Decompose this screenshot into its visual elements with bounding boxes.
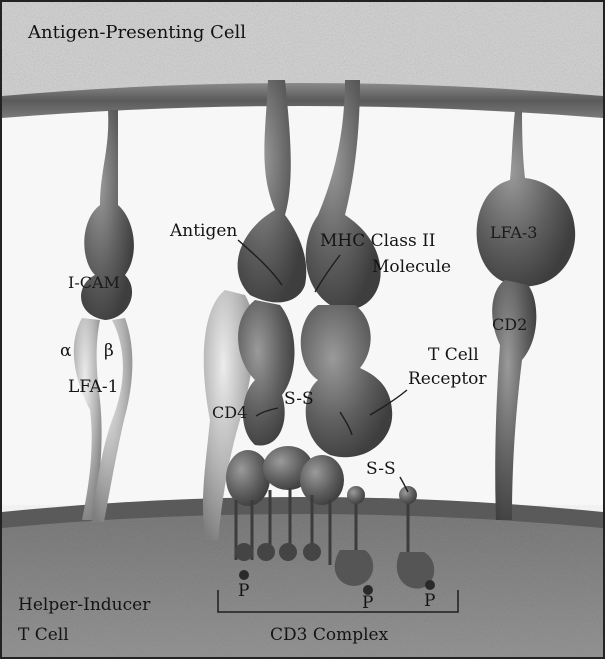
- phosphate-label-2: P: [362, 593, 373, 613]
- icam-label: I-CAM: [68, 273, 120, 292]
- mhc-label-line2: Molecule: [372, 257, 451, 277]
- phosphate-label-1: P: [238, 581, 249, 601]
- tcr-label-line1: T Cell: [428, 345, 479, 365]
- helper-label-line1: Helper-Inducer: [18, 595, 151, 615]
- ss-label-right: S-S: [366, 459, 396, 479]
- tcr-label-line2: Receptor: [408, 369, 487, 389]
- ss-label-left: S-S: [284, 389, 314, 409]
- alpha-label: α: [60, 341, 72, 361]
- cd2-label: CD2: [492, 315, 527, 334]
- mhc-label-line1: MHC Class II: [320, 231, 436, 251]
- apc-label: Antigen-Presenting Cell: [27, 22, 246, 43]
- beta-label: β: [104, 341, 114, 361]
- lfa1-label: LFA-1: [68, 377, 118, 397]
- cd4-label: CD4: [212, 403, 247, 422]
- lfa3-label: LFA-3: [490, 223, 537, 242]
- cd3-label: CD3 Complex: [270, 625, 389, 645]
- antigen-label: Antigen: [169, 221, 237, 241]
- phosphate-label-3: P: [424, 591, 435, 611]
- helper-label-line2: T Cell: [18, 625, 69, 645]
